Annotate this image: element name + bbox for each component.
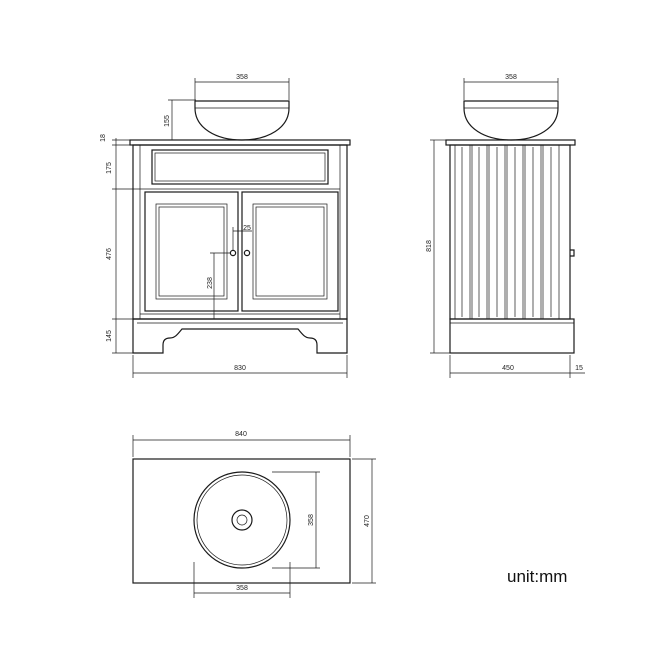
front-cabinet-body — [132, 144, 348, 320]
front-view: 358 155 18 175 476 145 25 238 830 — [100, 74, 351, 378]
dim-front-drawer-height: 175 — [106, 162, 113, 174]
dim-top-basin-diameter-v: 358 — [308, 514, 315, 526]
dim-front-plinth-height: 145 — [106, 330, 113, 342]
front-right-knob — [243, 249, 251, 257]
front-left-knob — [229, 249, 237, 257]
dim-front-overall-width: 830 — [234, 365, 246, 372]
unit-label: unit:mm — [507, 567, 567, 586]
dim-top-basin-diameter-h: 358 — [236, 585, 248, 592]
side-cabinet-body — [449, 144, 571, 320]
dim-top-depth: 470 — [364, 515, 371, 527]
top-basin-inner — [196, 474, 288, 566]
dim-front-basin-width: 358 — [236, 74, 248, 81]
dim-front-top-thickness: 18 — [100, 134, 107, 142]
front-countertop — [129, 139, 351, 146]
front-plinth — [132, 318, 348, 354]
front-drawer — [151, 149, 329, 185]
front-left-door — [144, 191, 239, 312]
dim-front-handle-height: 238 — [207, 277, 214, 289]
front-right-door — [241, 191, 339, 312]
top-countertop — [132, 458, 351, 584]
side-view: 358 818 450 15 — [426, 74, 585, 378]
dim-side-overhang: 15 — [575, 365, 583, 372]
dim-side-depth: 450 — [502, 365, 514, 372]
dim-front-door-height: 476 — [106, 248, 113, 260]
side-plinth — [449, 318, 575, 354]
top-drain-outer — [231, 509, 253, 531]
top-basin-outer — [193, 471, 291, 569]
side-knob — [570, 249, 575, 257]
dim-front-handle-offset: 25 — [243, 225, 251, 232]
dim-top-overall-width: 840 — [235, 431, 247, 438]
dim-side-overall-height: 818 — [426, 240, 433, 252]
front-basin — [194, 100, 290, 141]
dim-side-basin-width: 358 — [505, 74, 517, 81]
dim-front-basin-height: 155 — [164, 115, 171, 127]
side-countertop — [445, 139, 576, 146]
side-basin — [463, 100, 559, 141]
top-view: 840 470 358 358 — [132, 431, 376, 598]
top-drain-inner — [236, 514, 248, 526]
